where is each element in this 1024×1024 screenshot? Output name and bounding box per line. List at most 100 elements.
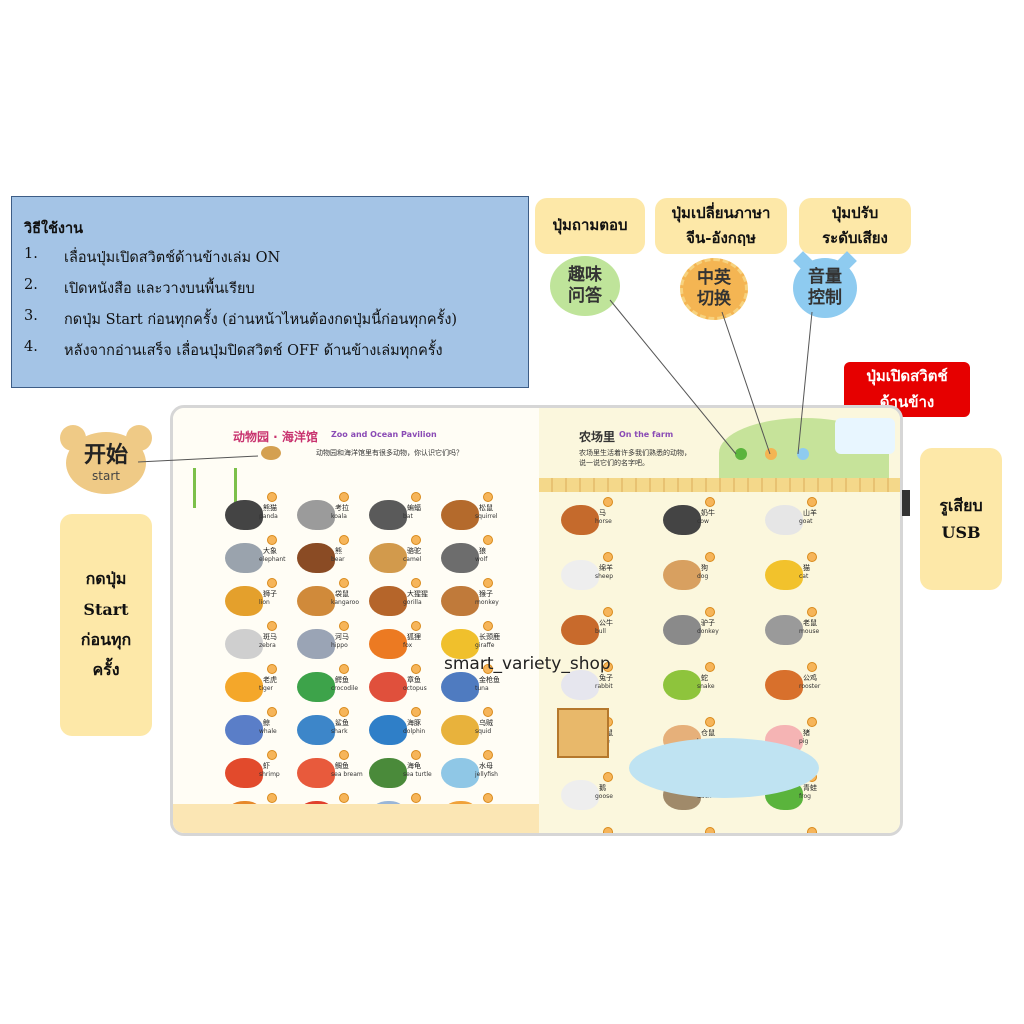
touch-point-icon[interactable] <box>411 793 421 803</box>
touch-point-icon[interactable] <box>267 578 277 588</box>
touch-point-icon[interactable] <box>411 492 421 502</box>
touch-point-icon[interactable] <box>705 552 715 562</box>
touch-point-icon[interactable] <box>483 621 493 631</box>
touch-point-icon[interactable] <box>603 827 613 833</box>
touch-point-icon[interactable] <box>807 552 817 562</box>
touch-point-icon[interactable] <box>705 497 715 507</box>
touch-point-icon[interactable] <box>411 664 421 674</box>
touch-point-icon[interactable] <box>267 535 277 545</box>
touch-point-icon[interactable] <box>705 607 715 617</box>
touch-point-icon[interactable] <box>483 492 493 502</box>
touch-point-icon[interactable] <box>603 607 613 617</box>
qa-button[interactable]: 趣味问答 <box>550 256 620 316</box>
touch-point-icon[interactable] <box>411 621 421 631</box>
touch-point-icon[interactable] <box>807 717 817 727</box>
touch-point-icon[interactable] <box>807 827 817 833</box>
touch-point-icon[interactable] <box>339 707 349 717</box>
touch-point-icon[interactable] <box>483 750 493 760</box>
touch-point-icon[interactable] <box>483 664 493 674</box>
volume-button[interactable]: 音量控制 <box>793 258 857 318</box>
touch-point-icon[interactable] <box>411 707 421 717</box>
touch-point-icon[interactable] <box>339 621 349 631</box>
touch-point-icon[interactable] <box>267 492 277 502</box>
touch-point-icon[interactable] <box>705 717 715 727</box>
usb-port[interactable] <box>902 490 910 516</box>
animal-item-chick[interactable]: 小鸡chick <box>705 827 715 833</box>
touch-point-icon[interactable] <box>603 772 613 782</box>
touch-point-icon[interactable] <box>705 827 715 833</box>
touch-point-icon[interactable] <box>483 578 493 588</box>
touch-point-icon[interactable] <box>267 621 277 631</box>
start-button[interactable]: 开始 start <box>66 432 146 494</box>
touch-point-icon[interactable] <box>807 662 817 672</box>
touch-point-icon[interactable] <box>411 578 421 588</box>
language-switch-button[interactable]: 中英切换 <box>680 258 748 320</box>
touch-point-icon[interactable] <box>807 497 817 507</box>
touch-point-icon[interactable] <box>339 750 349 760</box>
touch-point-icon[interactable] <box>267 750 277 760</box>
touch-point-icon[interactable] <box>483 707 493 717</box>
touch-point-icon[interactable] <box>483 535 493 545</box>
touch-point-icon[interactable] <box>339 492 349 502</box>
touch-point-icon[interactable] <box>339 664 349 674</box>
touch-point-icon[interactable] <box>339 535 349 545</box>
touch-point-icon[interactable] <box>705 662 715 672</box>
touch-point-icon[interactable] <box>603 662 613 672</box>
book-language-button[interactable] <box>765 448 777 460</box>
touch-point-icon[interactable] <box>603 497 613 507</box>
touch-point-icon[interactable] <box>267 707 277 717</box>
touch-point-icon[interactable] <box>603 552 613 562</box>
touch-point-icon[interactable] <box>267 664 277 674</box>
touch-point-icon[interactable] <box>267 793 277 803</box>
touch-point-icon[interactable] <box>339 578 349 588</box>
touch-point-icon[interactable] <box>483 793 493 803</box>
touch-point-icon[interactable] <box>411 535 421 545</box>
animal-item-hen[interactable]: 母鸡hen <box>603 827 613 833</box>
page-start-icon[interactable] <box>261 446 281 460</box>
book-volume-button[interactable] <box>797 448 809 460</box>
touch-point-icon[interactable] <box>807 607 817 617</box>
touch-point-icon[interactable] <box>339 793 349 803</box>
touch-point-icon[interactable] <box>411 750 421 760</box>
book-qa-button[interactable] <box>735 448 747 460</box>
animal-item-tadpole[interactable]: 蝌蚪tadpole <box>807 827 817 833</box>
